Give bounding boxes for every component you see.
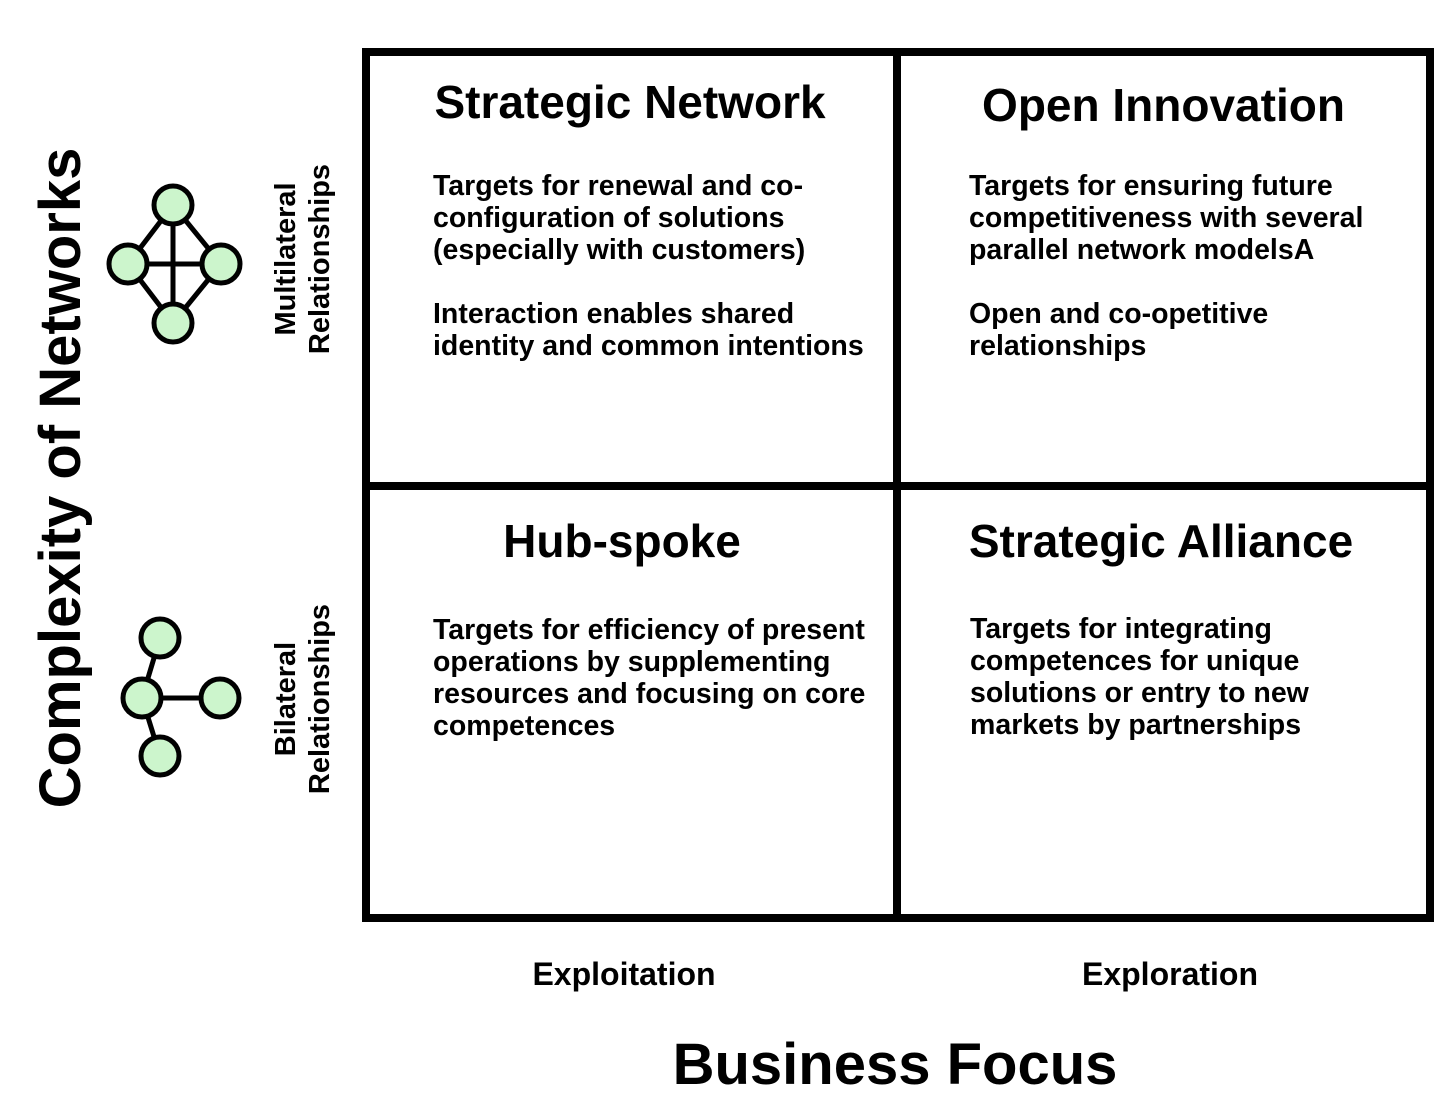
column-label-exploration: Exploration	[1081, 956, 1259, 992]
quadrant-body-strategic-network: Targets for renewal and co-configuration…	[433, 170, 873, 362]
row-label-line: Bilateral	[270, 641, 302, 757]
row-label-line: Relationships	[304, 603, 336, 795]
quadrant-title-strategic-network: Strategic Network	[434, 76, 826, 128]
quadrant-title-hub-spoke: Hub-spoke	[503, 515, 741, 567]
quadrant-title-strategic-alliance: Strategic Alliance	[968, 515, 1354, 567]
row-label-line: Multilateral	[270, 182, 302, 336]
row-label-multilateral: Multilateral Relationships	[269, 164, 337, 354]
x-axis-title: Business Focus	[672, 1032, 1118, 1097]
quadrant-paragraph: Targets for renewal and co-configuration…	[433, 170, 806, 266]
column-label-exploitation: Exploitation	[532, 956, 716, 992]
hub-network-icon	[120, 616, 242, 778]
matrix-horizontal-divider	[362, 482, 1434, 490]
quadrant-body-open-innovation: Targets for ensuring future competitiven…	[969, 170, 1414, 362]
y-axis-title: Complexity of Networks	[28, 147, 93, 809]
quadrant-paragraph: Targets for ensuring future competitiven…	[969, 170, 1364, 266]
row-label-bilateral: Bilateral Relationships	[269, 604, 337, 794]
quadrant-paragraph: Targets for efficiency of present operat…	[433, 614, 866, 742]
quadrant-body-hub-spoke: Targets for efficiency of present operat…	[433, 614, 873, 742]
quadrant-paragraph: Open and co-opetitive relationships	[969, 298, 1269, 362]
row-label-line: Relationships	[304, 163, 336, 355]
quadrant-body-strategic-alliance: Targets for integrating competences for …	[970, 613, 1410, 741]
quadrant-title-open-innovation: Open Innovation	[982, 79, 1345, 131]
quadrant-paragraph: Targets for integrating competences for …	[970, 613, 1309, 741]
mesh-network-icon	[106, 183, 243, 345]
quadrant-paragraph: Interaction enables shared identity and …	[433, 298, 864, 362]
